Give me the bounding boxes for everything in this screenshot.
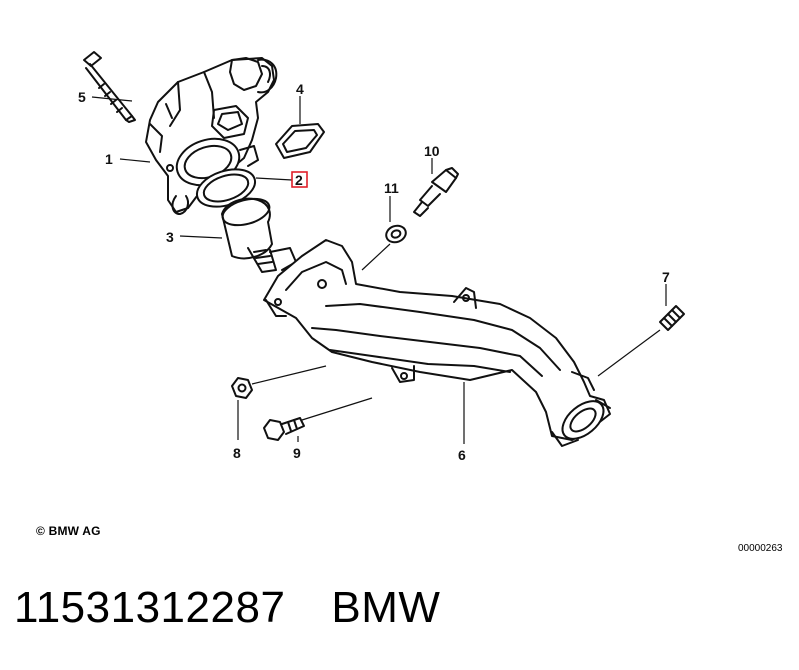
diagram-image-code: 00000263 xyxy=(738,543,783,554)
callout-6: 6 xyxy=(458,447,466,463)
callout-2: 2 xyxy=(295,172,303,188)
callout-8: 8 xyxy=(233,445,241,461)
callout-2-highlight xyxy=(291,171,308,188)
nut-part xyxy=(231,377,253,399)
callout-3: 3 xyxy=(166,229,174,245)
leader-lines xyxy=(91,96,667,444)
callout-11: 11 xyxy=(384,180,399,196)
copyright-notice: © BMW AG xyxy=(36,524,101,538)
gasket-part xyxy=(275,123,325,159)
callout-9: 9 xyxy=(293,445,301,461)
washer-part xyxy=(385,224,407,244)
temperature-sensor-part xyxy=(413,167,459,217)
part-number: 11531312287 xyxy=(14,583,286,632)
stud-part xyxy=(659,305,685,331)
thermostat-housing-part xyxy=(145,57,278,215)
parts-diagram: 1 2 3 4 5 6 7 8 9 10 11 xyxy=(78,51,685,463)
callout-7: 7 xyxy=(662,269,670,285)
bolt-part xyxy=(83,51,136,123)
bolt-small-part xyxy=(263,417,305,441)
part-caption: 11531312287 BMW xyxy=(14,583,440,643)
coolant-pipe-part xyxy=(263,239,611,447)
thermostat-part xyxy=(221,197,297,273)
callout-4: 4 xyxy=(296,81,304,97)
brand-name: BMW xyxy=(331,583,441,632)
callout-5: 5 xyxy=(78,89,86,105)
callout-10: 10 xyxy=(424,143,440,159)
callout-1: 1 xyxy=(105,151,113,167)
